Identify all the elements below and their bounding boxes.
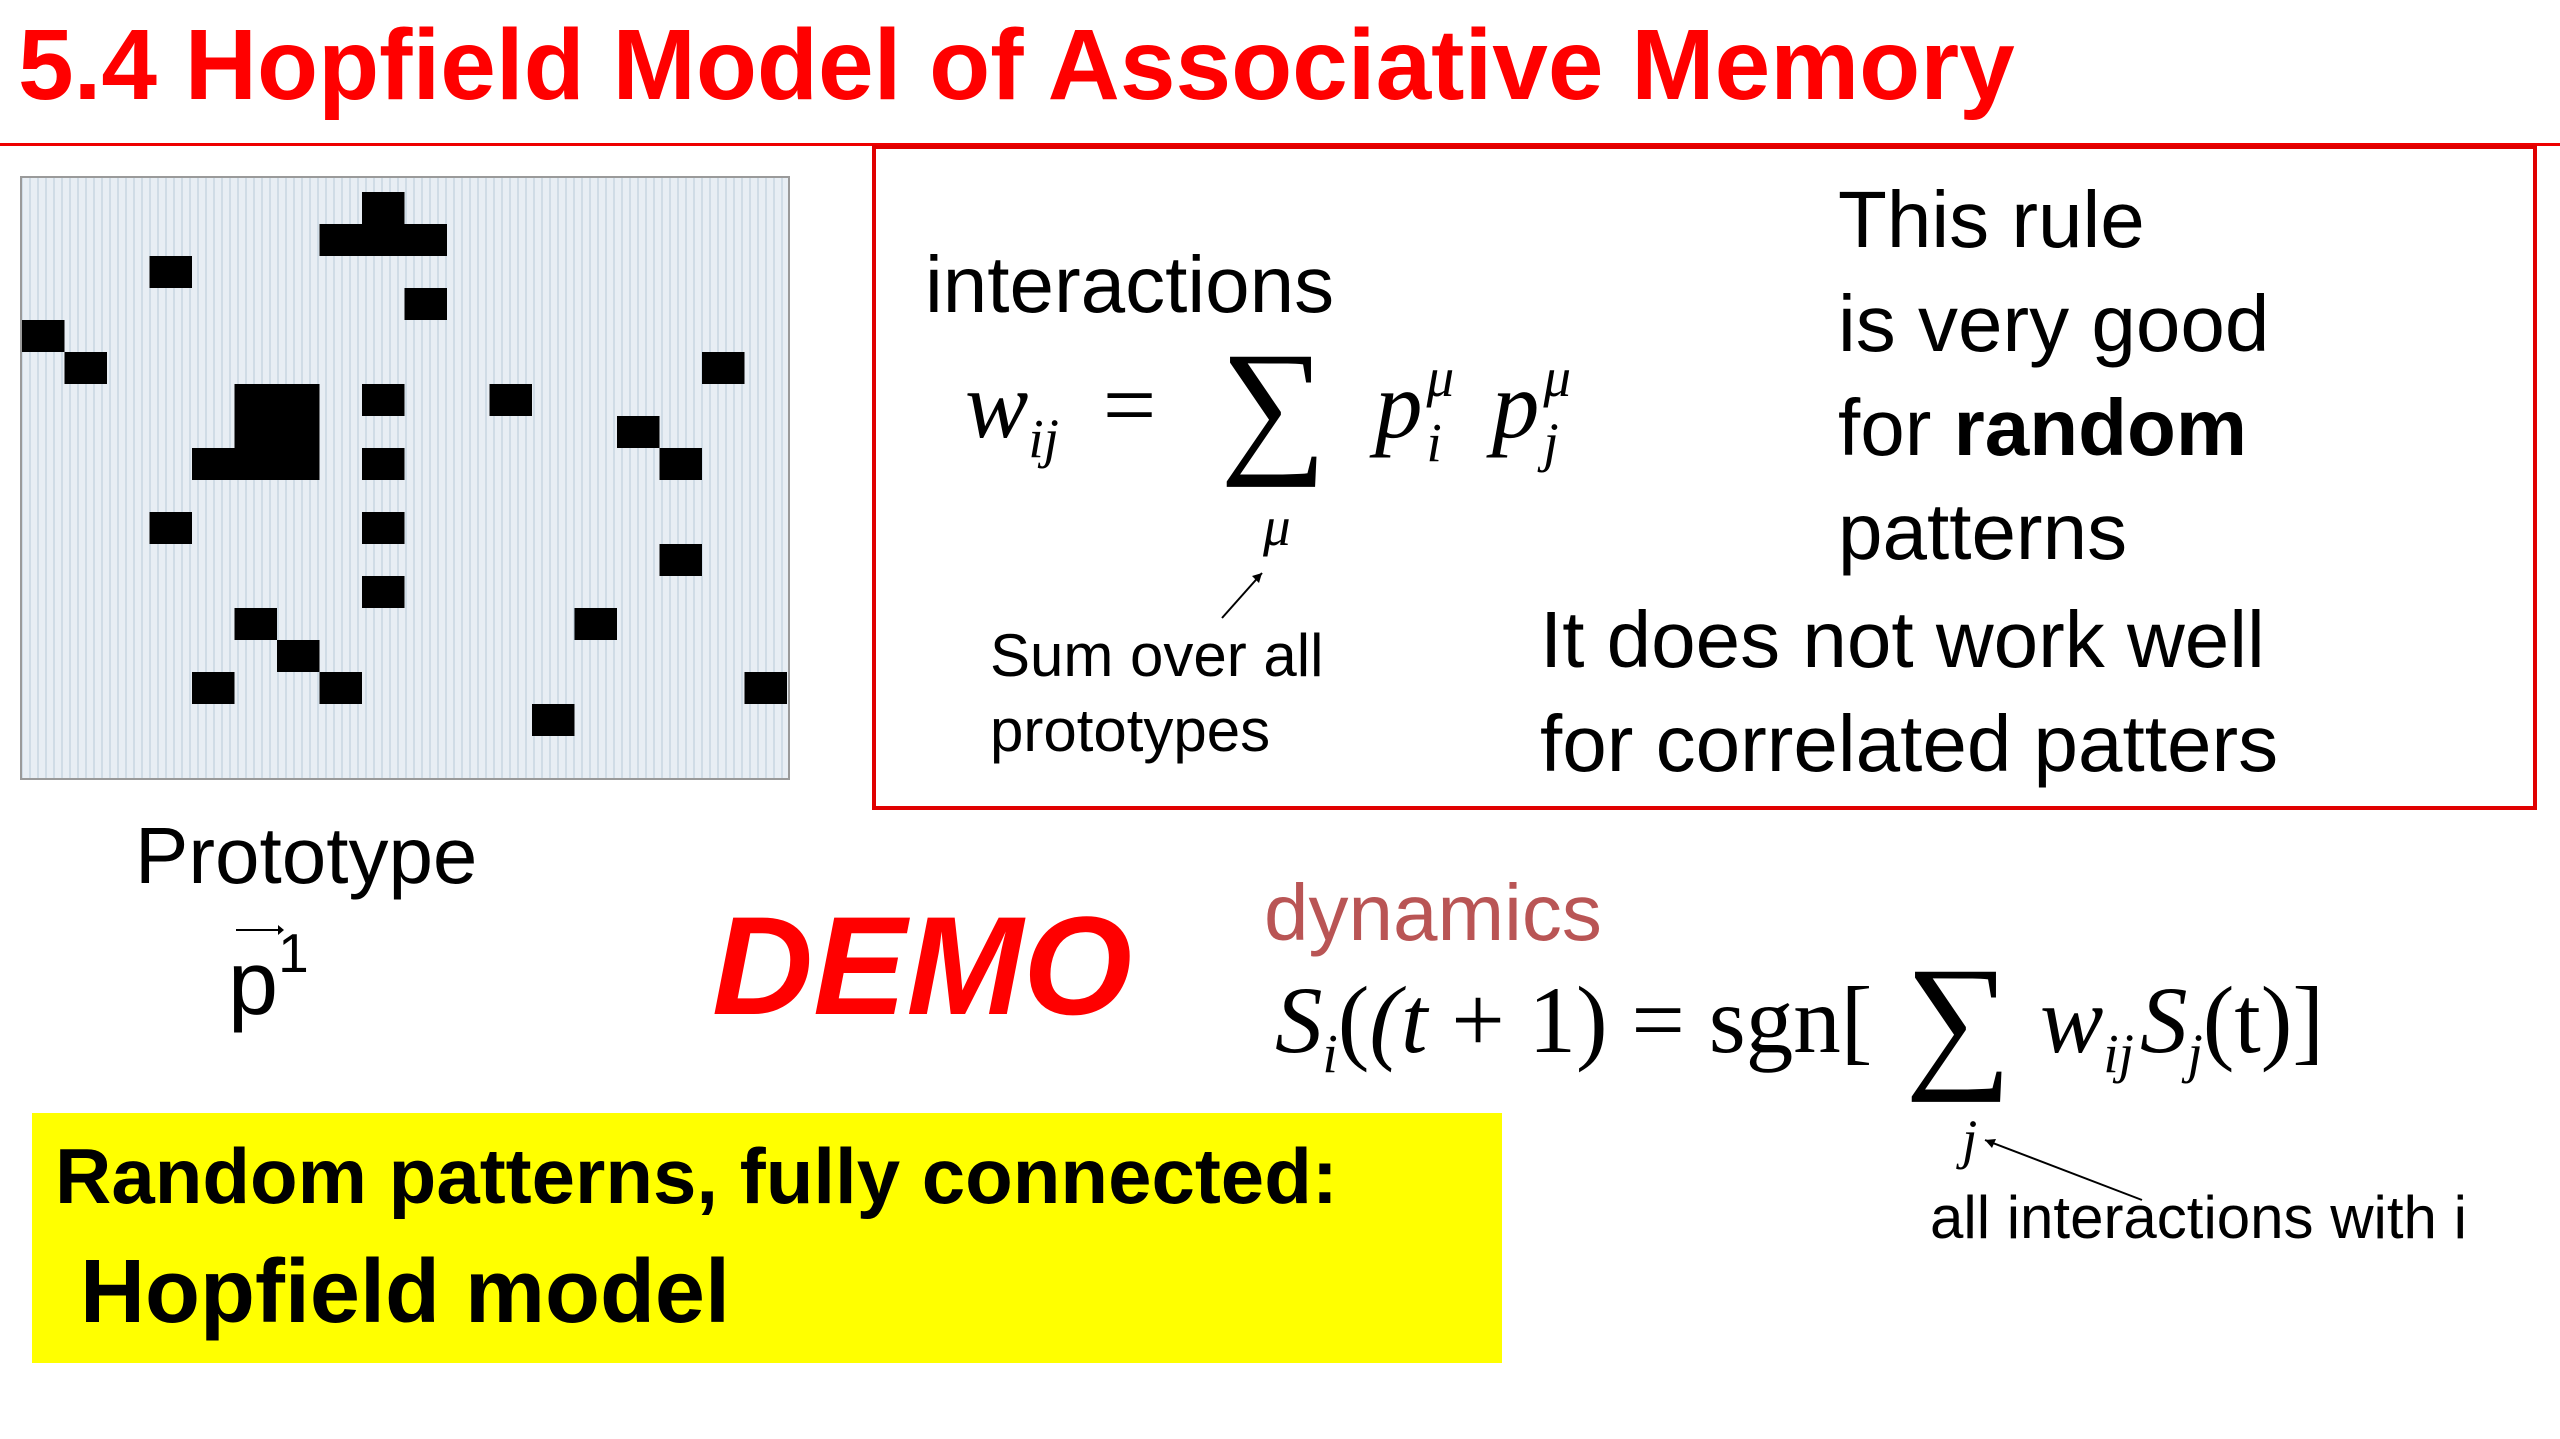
active-neuron-cell <box>149 512 192 544</box>
active-neuron-cell <box>277 640 320 672</box>
prototype-pattern-grid <box>20 176 790 780</box>
rule-line-1: This rule <box>1838 175 2145 264</box>
dyn-state-sub-j: j <box>2187 1023 2203 1084</box>
interactions-note: all interactions with i <box>1930 1184 2467 1251</box>
active-neuron-cell <box>192 672 235 704</box>
sum-note-line2: prototypes <box>990 697 1271 764</box>
learning-rule-box <box>872 145 2537 810</box>
correlated-warning: It does not work well for correlated pat… <box>1540 588 2278 796</box>
sum-note-line1: Sum over all <box>990 622 1324 689</box>
term-p-j-sub: j <box>1543 412 1559 473</box>
active-neuron-cell <box>489 384 532 416</box>
active-neuron-cell <box>617 416 660 448</box>
active-neuron-cell <box>362 192 405 224</box>
prototype-vector-symbol: p <box>228 934 279 1034</box>
dyn-weight-sub: ij <box>2103 1023 2134 1084</box>
active-neuron-cell <box>192 448 235 480</box>
summary-line2: Hopfield model <box>80 1242 730 1342</box>
dynamics-formula-lhs: Si((t + 1) = sgn[ <box>1275 967 1873 1084</box>
active-neuron-cell <box>234 384 277 416</box>
title-divider <box>0 143 2560 146</box>
term-p-j: p <box>1491 352 1540 458</box>
term-p-i-sup: μ <box>1426 347 1455 408</box>
dyn-state-j: S <box>2139 967 2188 1073</box>
active-neuron-cell <box>532 704 575 736</box>
dyn-close: (t)] <box>2202 967 2325 1073</box>
active-neuron-cell <box>404 224 447 256</box>
active-neuron-cell <box>319 672 362 704</box>
prototype-vector-index: 1 <box>278 922 309 984</box>
active-neuron-cell <box>362 448 405 480</box>
dyn-sum-index: j <box>1962 1109 1978 1170</box>
demo-label[interactable]: DEMO <box>712 887 1132 1044</box>
active-neuron-cell <box>362 224 405 256</box>
active-neuron-cell <box>22 320 65 352</box>
state-subscript-i: i <box>1322 1023 1338 1084</box>
active-neuron-cell <box>234 416 277 448</box>
prototype-vector: p1 <box>228 920 309 1038</box>
active-neuron-cell <box>659 448 702 480</box>
active-neuron-cell <box>574 608 617 640</box>
summary-line1: Random patterns, fully connected: <box>55 1132 1338 1220</box>
sum-symbol: ∑ <box>1220 322 1327 488</box>
prototype-label: Prototype <box>135 811 478 900</box>
term-p-i: p <box>1375 352 1423 458</box>
rule-quality-text: This rule is very good for random patter… <box>1838 168 2269 584</box>
active-neuron-cell <box>362 384 405 416</box>
interactions-label: interactions <box>925 240 1335 329</box>
rule-line-3-emphasis: random <box>1953 383 2247 472</box>
dyn-equals: = <box>1607 967 1709 1073</box>
rule-line-4: patterns <box>1838 487 2128 576</box>
time-open: (t <box>1369 967 1428 1073</box>
active-neuron-cell <box>234 608 277 640</box>
active-neuron-cell <box>277 448 320 480</box>
equals-sign: = <box>1102 352 1157 458</box>
rule-line-3-prefix: for <box>1838 383 1954 472</box>
rule-line-3: for random <box>1838 376 2269 480</box>
plus-one: + 1) <box>1427 967 1608 1073</box>
active-neuron-cell <box>64 352 107 384</box>
sum-note: Sum over all prototypes <box>990 618 1323 768</box>
active-neuron-cell <box>362 512 405 544</box>
active-neuron-cell <box>319 224 362 256</box>
sign-function: sgn[ <box>1708 967 1873 1073</box>
active-neuron-cell <box>362 576 405 608</box>
dyn-weight: w <box>2040 967 2104 1073</box>
pattern-canvas <box>22 178 787 778</box>
correlated-line2: for correlated patters <box>1540 699 2279 788</box>
term-p-i-sub: i <box>1426 412 1442 473</box>
active-neuron-cell <box>149 256 192 288</box>
active-neuron-cell <box>277 416 320 448</box>
sum-index: μ <box>1263 496 1291 557</box>
weight-symbol: w <box>965 352 1029 458</box>
weight-subscript: ij <box>1028 408 1059 469</box>
active-neuron-cell <box>744 672 787 704</box>
summary-highlight <box>32 1113 1502 1363</box>
weight-formula: wij = <box>965 350 1176 470</box>
rule-line-2: is very good <box>1838 279 2270 368</box>
active-neuron-cell <box>277 384 320 416</box>
state-symbol: S <box>1275 967 1323 1073</box>
slide-title: 5.4 Hopfield Model of Associative Memory <box>18 9 2015 121</box>
active-neuron-cell <box>702 352 745 384</box>
term-p-j-sup: μ <box>1543 347 1571 408</box>
correlated-line1: It does not work well <box>1540 595 2265 684</box>
dynamics-formula-rhs: wijSj(t)] <box>2040 965 2324 1085</box>
dyn-sum-symbol: ∑ <box>1905 937 2012 1103</box>
active-neuron-cell <box>659 544 702 576</box>
vector-arrow-icon <box>236 925 284 935</box>
active-neuron-cell <box>404 288 447 320</box>
active-neuron-cell <box>234 448 277 480</box>
dynamics-label: dynamics <box>1264 868 1602 957</box>
